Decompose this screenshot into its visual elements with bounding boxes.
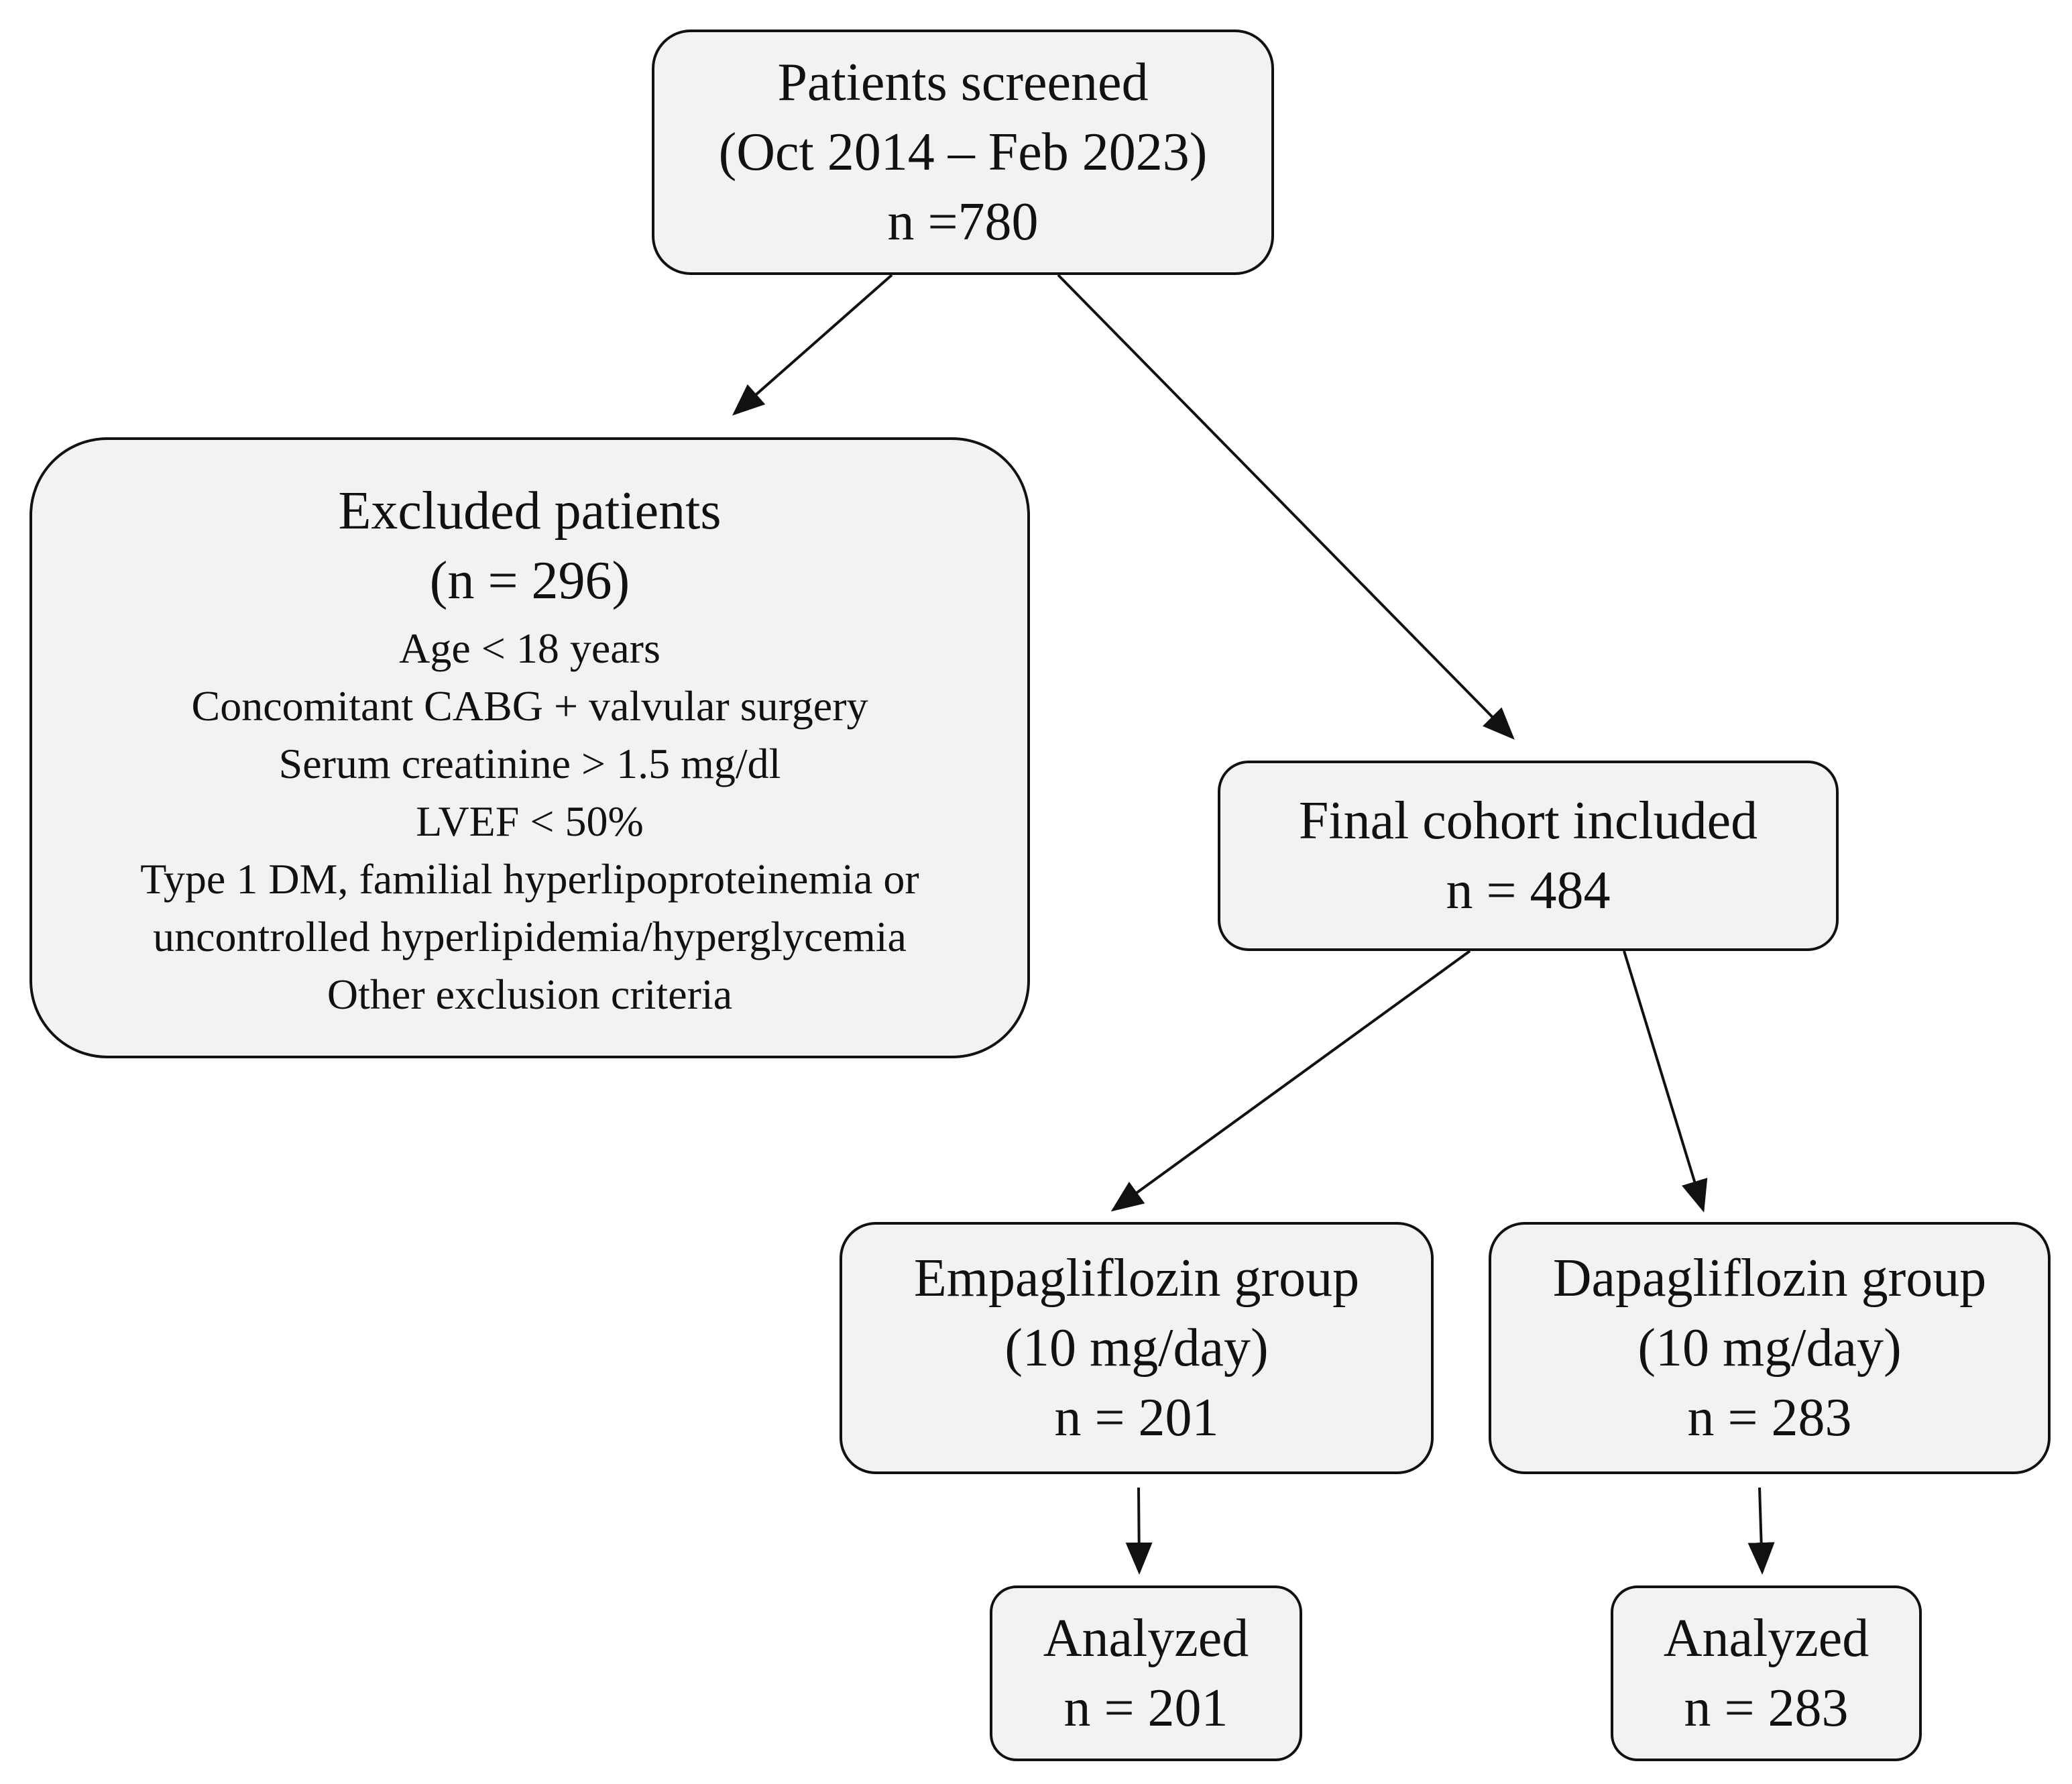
- analyzed-empagliflozin-box: Analyzed n = 201: [990, 1585, 1302, 1761]
- screened-title: Patients screened: [777, 53, 1149, 112]
- analyzed-empagliflozin-title: Analyzed: [1043, 1609, 1249, 1668]
- analyzed-empagliflozin-count: n = 201: [1063, 1679, 1228, 1738]
- arrow-screened-to-cohort: [1057, 274, 1515, 740]
- exclusion-criterion: LVEF < 50%: [416, 797, 644, 845]
- exclusion-criterion: Serum creatinine > 1.5 mg/dl: [278, 740, 781, 787]
- empagliflozin-dose: (10 mg/day): [1004, 1319, 1269, 1378]
- cohort-count: n = 484: [1446, 861, 1611, 920]
- screened-period: (Oct 2014 – Feb 2023): [718, 123, 1208, 182]
- exclusion-criterion: Other exclusion criteria: [327, 970, 733, 1018]
- dapagliflozin-count: n = 283: [1687, 1388, 1852, 1447]
- dapagliflozin-dose: (10 mg/day): [1637, 1319, 1902, 1378]
- excluded-count: (n = 296): [429, 551, 630, 610]
- cohort-title: Final cohort included: [1298, 791, 1758, 850]
- exclusion-criterion: uncontrolled hyperlipidemia/hyperglycemi…: [153, 913, 907, 960]
- arrow-screened-to-excluded: [732, 274, 893, 416]
- exclusion-criteria-list: Age < 18 years Concomitant CABG + valvul…: [140, 620, 919, 1023]
- excluded-title: Excluded patients: [338, 482, 722, 541]
- empagliflozin-group-box: Empagliflozin group (10 mg/day) n = 201: [840, 1222, 1434, 1474]
- empagliflozin-count: n = 201: [1054, 1388, 1219, 1447]
- analyzed-dapagliflozin-count: n = 283: [1684, 1679, 1849, 1738]
- analyzed-dapagliflozin-box: Analyzed n = 283: [1611, 1585, 1922, 1761]
- analyzed-dapagliflozin-title: Analyzed: [1663, 1609, 1869, 1668]
- exclusion-criterion: Type 1 DM, familial hyperlipoproteinemia…: [140, 855, 919, 903]
- final-cohort-box: Final cohort included n = 484: [1218, 761, 1839, 951]
- empagliflozin-title: Empagliflozin group: [913, 1249, 1360, 1308]
- arrow-cohort-to-dapagliflozin: [1623, 950, 1708, 1213]
- arrow-cohort-to-empagliflozin: [1110, 950, 1471, 1212]
- dapagliflozin-group-box: Dapagliflozin group (10 mg/day) n = 283: [1489, 1222, 2051, 1474]
- arrow-dapagliflozin-to-analyzed: [1747, 1487, 1775, 1575]
- excluded-patients-box: Excluded patients (n = 296) Age < 18 yea…: [30, 437, 1030, 1058]
- exclusion-criterion: Age < 18 years: [399, 624, 660, 672]
- patients-screened-box: Patients screened (Oct 2014 – Feb 2023) …: [652, 30, 1274, 275]
- dapagliflozin-title: Dapagliflozin group: [1552, 1249, 1987, 1308]
- exclusion-criterion: Concomitant CABG + valvular surgery: [191, 682, 868, 730]
- screened-count: n =780: [887, 192, 1039, 252]
